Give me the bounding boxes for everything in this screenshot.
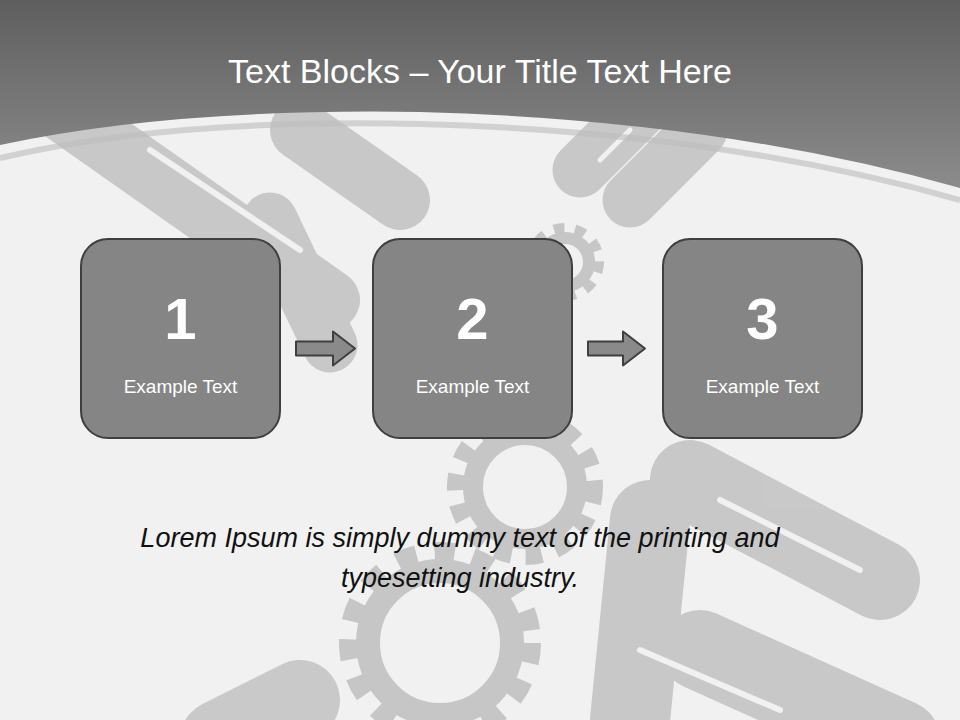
step-number: 3 [746, 290, 778, 348]
step-box: 2Example Text [372, 238, 573, 439]
step-box: 1Example Text [80, 238, 281, 439]
step-text: Example Text [124, 376, 238, 398]
step-number: 2 [456, 290, 488, 348]
step-text: Example Text [706, 376, 820, 398]
step-box: 3Example Text [662, 238, 863, 439]
step-text: Example Text [416, 376, 530, 398]
caption-text: Lorem Ipsum is simply dummy text of the … [110, 518, 810, 598]
slide-title: Text Blocks – Your Title Text Here [0, 52, 960, 91]
block-arrow [296, 332, 355, 366]
step-number: 1 [164, 290, 196, 348]
block-arrow [588, 332, 645, 366]
